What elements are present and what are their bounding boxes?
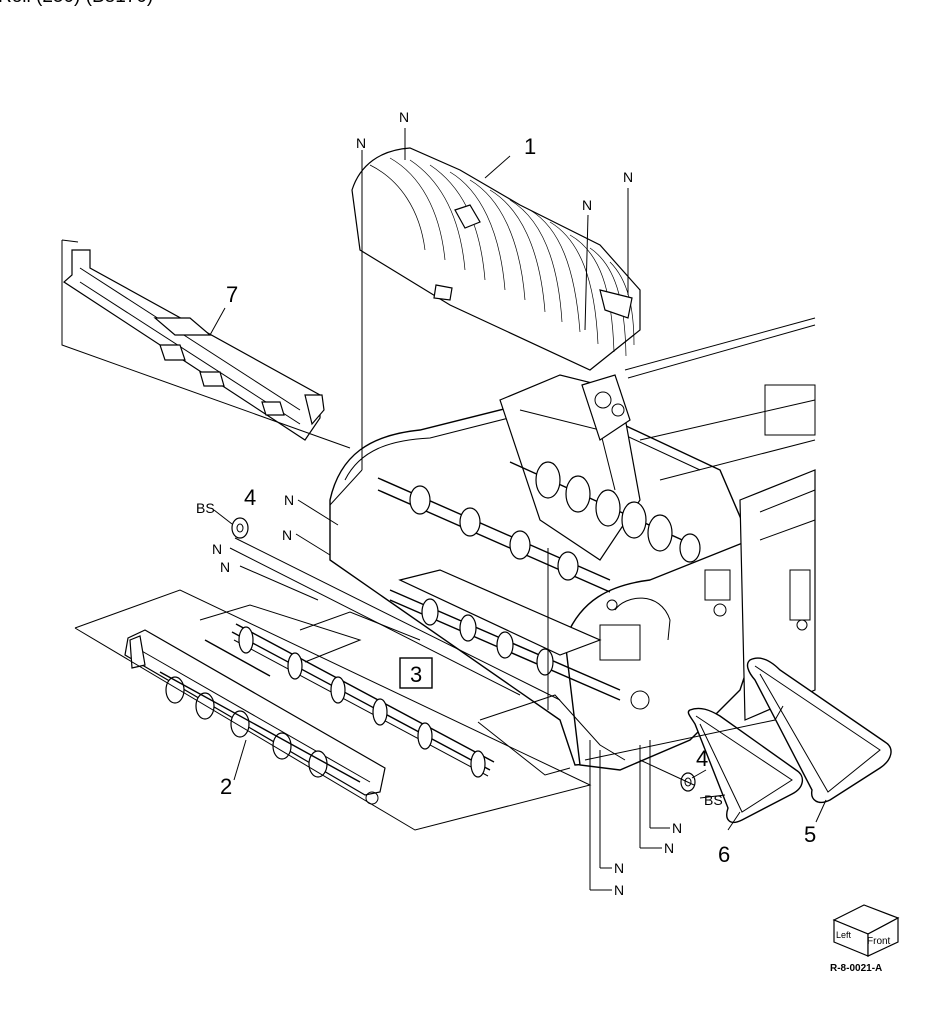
orientation-left-label: Left xyxy=(836,930,852,940)
note-n-cover-mid: N xyxy=(582,197,592,213)
part-2-lower-baffle xyxy=(124,629,386,805)
part-7-baffle xyxy=(63,249,325,441)
note-n-cover-left: N xyxy=(356,135,366,151)
part-1-cover xyxy=(351,147,641,371)
note-bs-right: BS xyxy=(704,792,723,808)
note-n-bottom-4: N xyxy=(614,882,624,898)
callout-7: 7 xyxy=(226,282,238,307)
note-bs-left: BS xyxy=(196,500,215,516)
note-n-bottom-2: N xyxy=(664,840,674,856)
note-n-cover-right: N xyxy=(623,169,633,185)
callout-3: 3 xyxy=(410,662,422,687)
orientation-front-label: Front xyxy=(867,936,891,947)
callout-5: 5 xyxy=(804,822,816,847)
callout-6: 6 xyxy=(718,842,730,867)
part-3-roller xyxy=(204,623,495,778)
exploded-planes xyxy=(74,589,784,831)
page-title: Roll (250) (B8170) xyxy=(0,0,153,8)
note-n-bottom-1: N xyxy=(672,820,682,836)
orientation-cube: Left Front xyxy=(832,904,900,957)
callout-4-right: 4 xyxy=(696,746,708,771)
note-n-bottom-3: N xyxy=(614,860,624,876)
note-n-frame-1: N xyxy=(284,492,294,508)
figure-id: R-8-0021-A xyxy=(830,963,883,974)
note-n-frame-2: N xyxy=(282,527,292,543)
frame-rollers xyxy=(377,461,701,701)
callout-3-box xyxy=(399,657,433,689)
callout-2: 2 xyxy=(220,774,232,799)
callout-4-left: 4 xyxy=(244,485,256,510)
leader-lines xyxy=(209,128,827,891)
part-4-bearing-left xyxy=(231,517,249,539)
callout-1: 1 xyxy=(524,134,536,159)
note-n-top: N xyxy=(399,109,409,125)
part-6-belt xyxy=(687,707,803,824)
note-n-frame-4: N xyxy=(220,559,230,575)
part-5-belt xyxy=(746,657,892,804)
note-n-frame-3: N xyxy=(212,541,222,557)
main-frame xyxy=(329,317,816,771)
